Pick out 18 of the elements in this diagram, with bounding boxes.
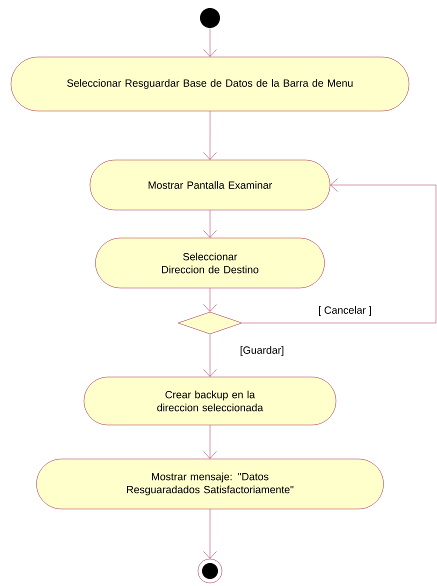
edge-label: [Guardar] [238, 345, 286, 357]
edge-label: [ Cancelar ] [317, 305, 373, 317]
arrow [203, 425, 217, 459]
arrow [203, 111, 217, 160]
arrow [203, 28, 217, 57]
action-box: Seleccionar Resguardar Base de Datos de la Barra de Menu [10, 56, 410, 112]
start-node [200, 8, 220, 28]
arrow [203, 288, 217, 312]
action-box: Mostrar Pantalla Examinar [90, 160, 330, 210]
decision-diamond [178, 312, 242, 334]
end-node [198, 558, 222, 584]
arrow [242, 178, 436, 324]
action-box: Mostrar mensaje: "Datos Resguaradados Satisfactoriamente" [36, 458, 384, 510]
arrow [203, 210, 217, 238]
arrow [203, 509, 217, 559]
arrow [203, 334, 217, 377]
action-box: Crear backup en la direccion seleccionada [84, 376, 336, 426]
action-box: Seleccionar Direccion de Destino [95, 238, 325, 288]
